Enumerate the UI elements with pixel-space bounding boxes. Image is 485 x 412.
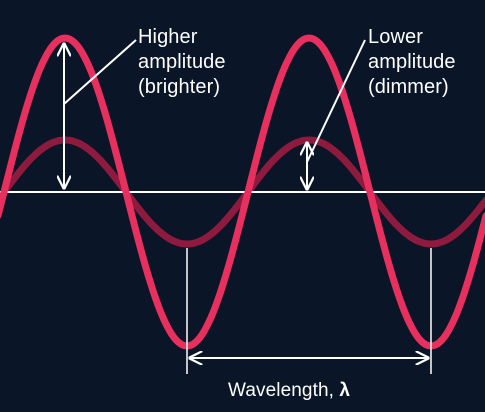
higher-amplitude-label: Higher amplitude (brighter)	[138, 25, 226, 100]
lower-amplitude-line-1: Lower	[368, 26, 423, 48]
wavelength-label: Wavelength, λ	[228, 378, 350, 403]
lambda-symbol: λ	[339, 380, 351, 401]
higher-amplitude-line-2: amplitude	[138, 51, 226, 73]
high-amplitude-leader	[63, 39, 137, 105]
higher-amplitude-line-1: Higher	[138, 26, 198, 48]
lower-amplitude-label: Lower amplitude (dimmer)	[368, 25, 456, 100]
higher-amplitude-line-3: (brighter)	[138, 76, 221, 98]
wavelength-text: Wavelength,	[228, 380, 340, 401]
lower-amplitude-line-3: (dimmer)	[368, 76, 449, 98]
low-amplitude-wave	[0, 136, 485, 248]
high-amplitude-wave	[0, 34, 485, 350]
lower-amplitude-line-2: amplitude	[368, 51, 456, 73]
low-amplitude-leader	[306, 39, 366, 163]
